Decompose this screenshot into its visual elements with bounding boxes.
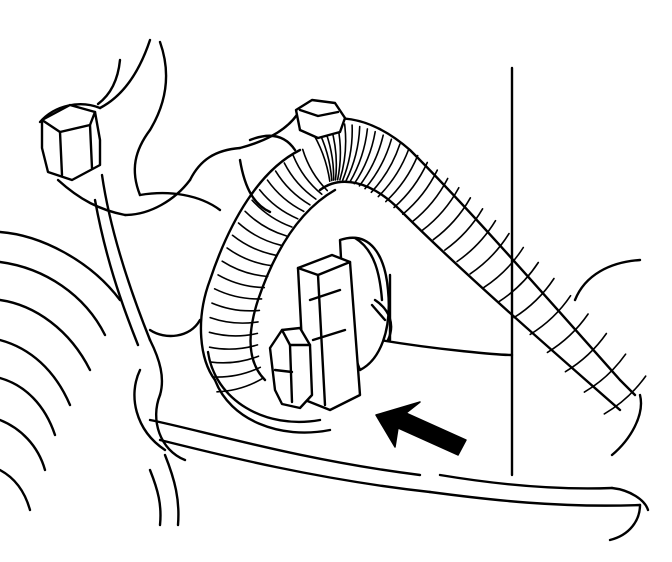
harness-rib [213,288,263,300]
harness-rib [456,219,497,263]
harness-rib [216,377,264,393]
harness-rib [529,294,572,336]
harness-rib [432,197,472,241]
harness-rib [212,366,262,378]
harness-rib [444,208,484,251]
harness-rib [483,246,525,289]
harness-rib [244,210,288,237]
harness-rib [546,313,589,354]
harness-rib [231,234,277,257]
harness-rib [393,161,429,209]
harness-rib [210,355,260,364]
harness-rib [283,162,317,200]
harness-rib [370,143,401,194]
harness-rib [513,277,555,319]
harness-rib [217,274,266,289]
harness-clip [268,326,314,410]
harness-rib [353,130,376,185]
harness-rib [345,125,361,182]
harness-rib [469,232,510,275]
harness-rib [421,186,460,232]
harness-rib [564,332,608,373]
harness-rib [411,177,449,223]
corrugated-wiring-harness-lower [199,148,337,434]
harness-rib [603,375,647,415]
harness-rib [221,260,269,278]
engine-block-casting [0,38,650,542]
harness-rib [266,179,305,213]
harness-rib [209,316,259,324]
harness-rib [339,123,347,181]
harness-rib [208,331,259,337]
callout-arrow [375,401,467,456]
harness-rib [208,344,259,350]
harness-rib [292,154,323,196]
harness-rib [349,128,369,183]
harness-rib [385,154,419,203]
harness-rib [377,148,410,198]
harness-rib [226,247,273,267]
electrical-connector [296,253,362,412]
harness-bolt [294,98,347,140]
harness-rib [258,189,299,220]
harness-rib [583,353,627,393]
harness-rib [211,302,261,312]
harness-rib [301,148,329,192]
harness-rib [497,261,540,303]
harness-rib [237,222,282,247]
harness-rib [364,138,393,190]
harness-rib [402,169,439,215]
harness-rib [341,124,354,181]
harness-rib [251,199,293,228]
mounting-bolt-head [40,103,102,182]
harness-rib [274,170,311,206]
harness-rib [358,134,384,187]
